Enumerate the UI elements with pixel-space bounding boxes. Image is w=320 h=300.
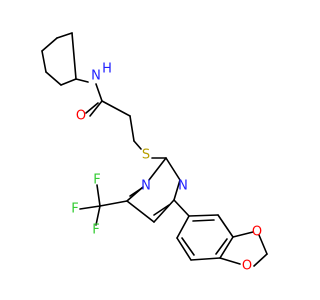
bond (258, 234, 268, 255)
bond (215, 238, 228, 255)
bond (45, 71, 62, 86)
bond (232, 231, 254, 238)
chemical-structure: N H O S N N F F F O O (41, 32, 268, 274)
sulfur-label: S (142, 148, 150, 163)
bond (79, 205, 101, 210)
bond (148, 157, 167, 181)
bond (217, 214, 234, 238)
bond (129, 115, 135, 142)
bond (192, 219, 215, 222)
bond (176, 237, 192, 261)
nh-nitrogen-label: N (91, 69, 101, 84)
bond (219, 236, 234, 259)
bond (165, 157, 181, 181)
bond (190, 257, 221, 261)
fluorine-top-label: F (93, 173, 100, 188)
bond (126, 200, 155, 223)
bond (41, 37, 58, 52)
bond (253, 253, 268, 267)
bond (153, 204, 170, 216)
bond (75, 78, 89, 83)
bond (95, 205, 101, 226)
bond (188, 214, 219, 217)
fluorine-left-label: F (71, 202, 78, 217)
dioxole-oxygen-top-label: O (252, 225, 262, 240)
bond (96, 184, 101, 207)
bond (133, 140, 142, 150)
bond (56, 32, 73, 39)
ring-nitrogen-right-label: N (178, 179, 188, 194)
bond (41, 50, 47, 73)
bond (129, 187, 143, 197)
bond (173, 179, 181, 201)
bond (219, 257, 241, 265)
atom-labels: N H O S N N F F F O O (71, 62, 262, 274)
nh-hydrogen-label: H (102, 62, 112, 77)
bond (153, 199, 175, 223)
bond-lines (41, 32, 268, 267)
bond (181, 237, 195, 256)
fluorine-bottom-label: F (92, 223, 99, 238)
bond (101, 100, 131, 117)
bond (173, 199, 190, 217)
bond (99, 200, 128, 207)
carbonyl-oxygen-label: O (76, 109, 86, 124)
dioxole-oxygen-bottom-label: O (242, 259, 252, 274)
ring-nitrogen-left-label: N (141, 179, 151, 194)
bond (85, 102, 99, 114)
bond (71, 32, 77, 80)
bond (95, 83, 103, 102)
bond (89, 100, 103, 117)
bond (176, 215, 190, 239)
bond (60, 78, 77, 86)
